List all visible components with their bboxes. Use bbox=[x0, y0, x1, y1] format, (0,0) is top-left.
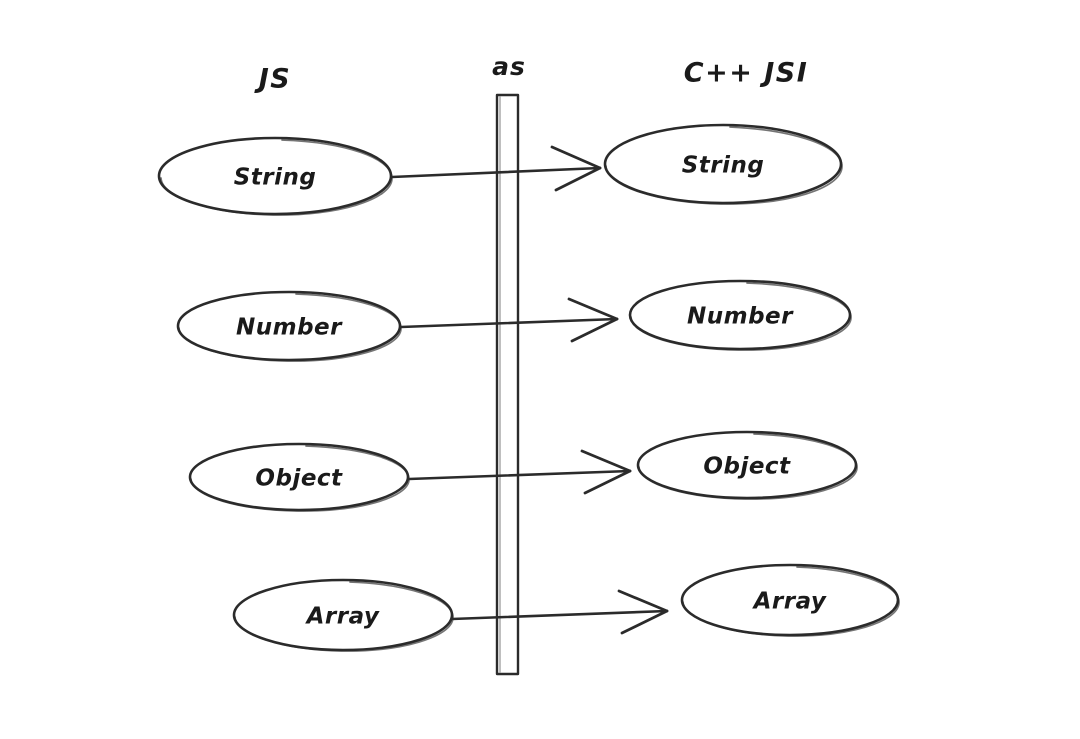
node-js-number-label: Number bbox=[236, 315, 343, 341]
arrow-array-to-array bbox=[450, 589, 669, 635]
node-js-string-outline-sketch bbox=[160, 139, 393, 216]
arrow-array-head-lower bbox=[620, 609, 669, 635]
arrow-string-head-lower bbox=[554, 166, 602, 192]
arrow-array-line bbox=[450, 609, 669, 621]
node-jsi-array-outline bbox=[680, 563, 900, 637]
node-js-number-outline-sketch bbox=[178, 293, 402, 362]
header-label-js: JS bbox=[254, 64, 292, 95]
node-jsi-number-label: Number bbox=[687, 304, 794, 330]
node-jsi-string-outline-sketch bbox=[605, 126, 843, 205]
node-jsi-string[interactable]: String bbox=[603, 123, 843, 205]
node-jsi-object-outline bbox=[636, 430, 858, 500]
node-js-object-label: Object bbox=[255, 466, 343, 492]
arrow-string-to-string bbox=[390, 145, 602, 192]
arrow-object-line bbox=[407, 469, 632, 481]
node-js-object[interactable]: Object bbox=[188, 442, 410, 512]
node-js-array-label: Array bbox=[305, 604, 380, 630]
node-js-string[interactable]: String bbox=[157, 136, 393, 216]
node-js-array-outline-sketch bbox=[234, 581, 454, 652]
node-jsi-array-outline-sketch bbox=[682, 566, 900, 637]
arrow-object-head-lower bbox=[583, 469, 632, 495]
node-jsi-number-outline bbox=[628, 279, 852, 351]
node-js-array-outline bbox=[232, 578, 454, 652]
node-jsi-array[interactable]: Array bbox=[680, 563, 900, 637]
arrow-string-line bbox=[390, 166, 602, 179]
arrow-number-line bbox=[399, 317, 619, 329]
node-jsi-array-label: Array bbox=[752, 589, 827, 615]
arrow-number-head-upper bbox=[567, 297, 619, 321]
header-label-cpp-jsi: C++ JSI bbox=[684, 58, 809, 89]
node-jsi-object-label: Object bbox=[703, 454, 791, 480]
arrow-object-to-object bbox=[407, 449, 632, 495]
boundary-bar bbox=[495, 93, 520, 676]
node-js-number[interactable]: Number bbox=[176, 290, 402, 362]
node-jsi-object[interactable]: Object bbox=[636, 430, 858, 500]
node-js-string-label: String bbox=[234, 165, 317, 191]
header-label-as: as bbox=[492, 52, 526, 81]
node-js-string-outline bbox=[157, 136, 393, 216]
node-jsi-number[interactable]: Number bbox=[628, 279, 852, 351]
arrow-object-head-upper bbox=[580, 449, 632, 473]
node-js-array[interactable]: Array bbox=[232, 578, 454, 652]
arrow-number-head-lower bbox=[570, 317, 619, 343]
arrow-array-head-upper bbox=[617, 589, 669, 613]
arrow-number-to-number bbox=[399, 297, 619, 343]
node-jsi-object-outline-sketch bbox=[638, 433, 858, 500]
boundary-bar-rect bbox=[495, 93, 520, 676]
arrow-string-head-upper bbox=[550, 145, 602, 170]
node-js-object-outline bbox=[188, 442, 410, 512]
node-jsi-string-outline bbox=[603, 123, 843, 205]
node-jsi-string-label: String bbox=[682, 153, 765, 179]
node-js-object-outline-sketch bbox=[190, 445, 410, 512]
node-js-number-outline bbox=[176, 290, 402, 362]
node-jsi-number-outline-sketch bbox=[630, 282, 852, 351]
